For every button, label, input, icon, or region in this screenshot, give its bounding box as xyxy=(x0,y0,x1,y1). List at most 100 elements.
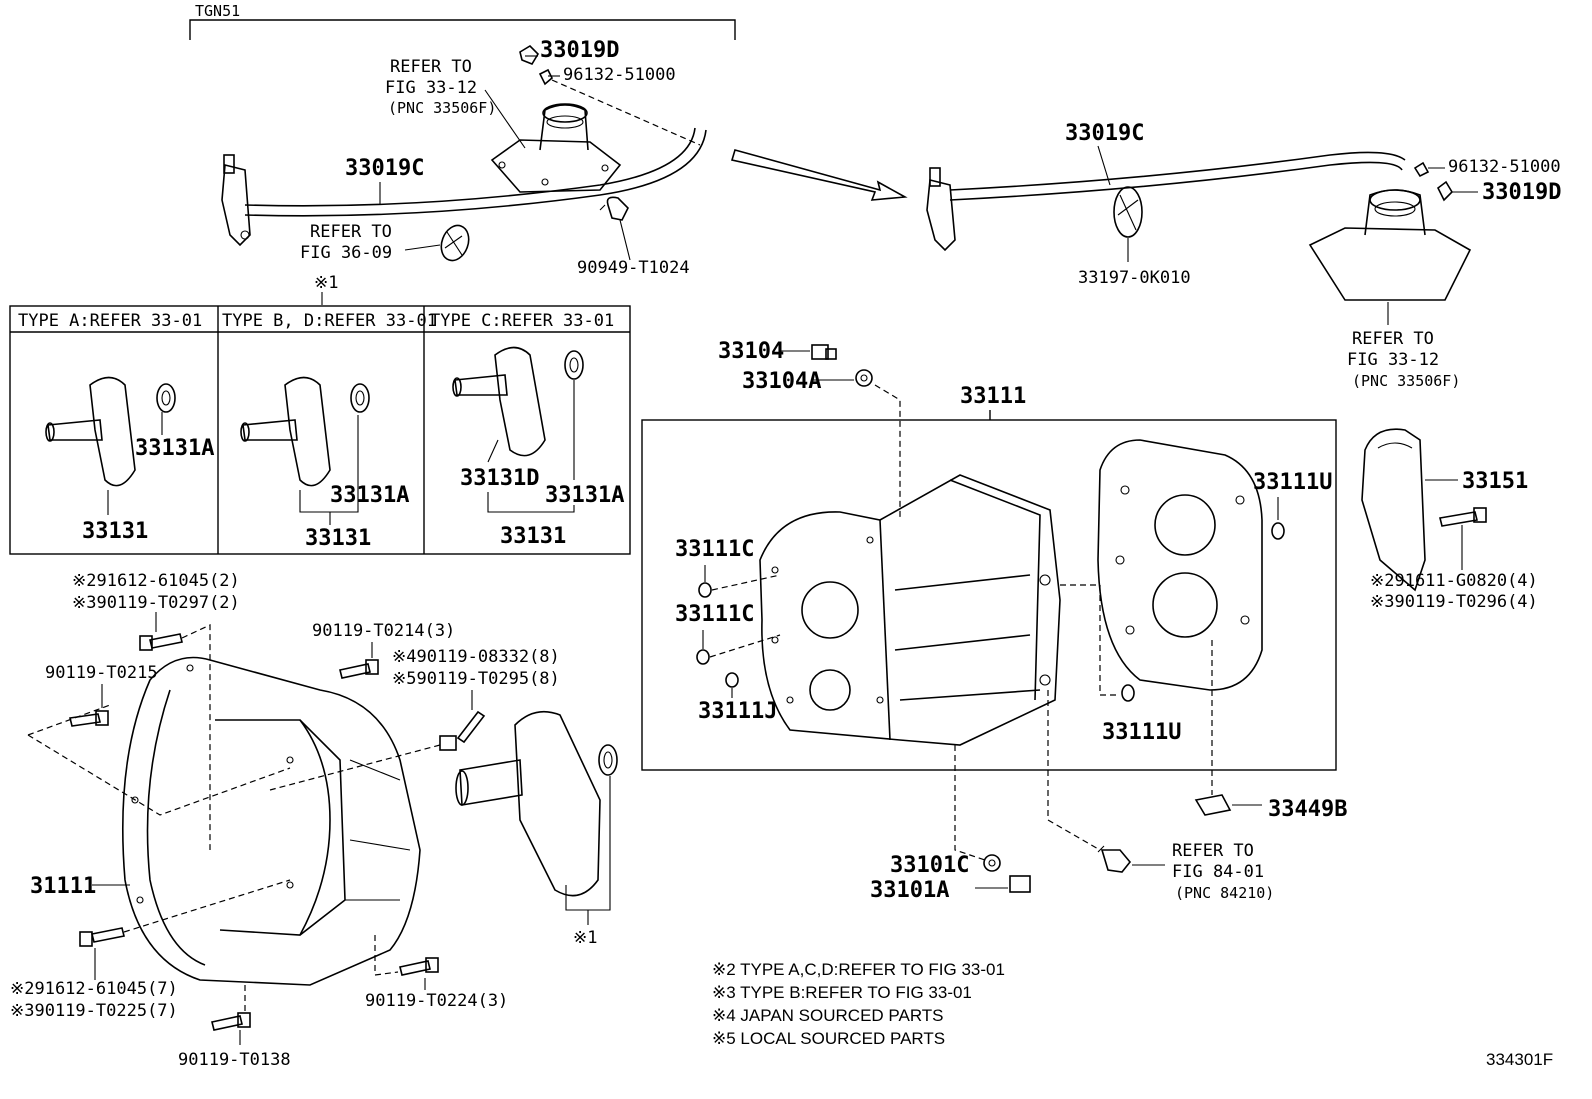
bolt-90119-08332 xyxy=(439,710,486,751)
part-96132-left: 96132-51000 xyxy=(563,65,676,85)
type-bd-header: TYPE B, D:REFER 33-01 xyxy=(222,311,437,331)
adapter-plate xyxy=(1097,439,1263,691)
part-33111u-a: 33111U xyxy=(1253,470,1332,495)
refer-36-09-line1: REFER TO xyxy=(310,222,392,242)
refer2-line2: FIG 33-12 xyxy=(1347,350,1439,370)
part-33131a-type-a: 33131A xyxy=(135,436,214,461)
pin-33111u-a xyxy=(1271,522,1285,540)
part-390119-t0296: ※390119-T0296(4) xyxy=(1370,592,1538,612)
mark1-bottom: ※1 xyxy=(573,928,597,948)
refer-33-12-line3: (PNC 33506F) xyxy=(388,99,496,117)
gasket-33101c xyxy=(983,854,1001,872)
pin-33111c-a xyxy=(698,582,712,598)
pin-33111j xyxy=(725,672,739,688)
control-shaft-left xyxy=(221,127,707,247)
boot-36-09 xyxy=(440,224,470,262)
retainer-right xyxy=(1308,189,1472,301)
refer2-line1: REFER TO xyxy=(1352,329,1434,349)
part-291612-top: ※291612-61045(2) xyxy=(72,571,240,591)
part-90119-t0138: 90119-T0138 xyxy=(178,1050,291,1070)
refer-33-12-line1: REFER TO xyxy=(390,57,472,77)
part-33449b: 33449B xyxy=(1268,797,1347,822)
figure-code: 334301F xyxy=(1486,1050,1553,1069)
part-33131a-type-c: 33131A xyxy=(545,483,624,508)
part-90119-08332: ※490119-08332(8) xyxy=(392,647,560,667)
refer-36-09-line2: FIG 36-09 xyxy=(300,243,392,263)
part-33151: 33151 xyxy=(1462,469,1528,494)
part-33111c-b: 33111C xyxy=(675,602,754,627)
pin-33111c-b xyxy=(696,649,710,665)
clip-33019d-left xyxy=(519,44,553,86)
part-33131d: 33131D xyxy=(460,466,539,491)
part-33019d-right: 33019D xyxy=(1482,180,1561,205)
part-33131a-type-bd: 33131A xyxy=(330,483,409,508)
bolt-90119-t0214 xyxy=(339,659,379,679)
part-96132-right: 96132-51000 xyxy=(1448,157,1561,177)
bearing-retainer-bottom xyxy=(455,710,618,897)
bolt-291611 xyxy=(1439,507,1487,527)
refer-33-12-line2: FIG 33-12 xyxy=(385,78,477,98)
bearing-retainer-type-bd xyxy=(240,376,370,487)
bolt-291612-top xyxy=(139,633,183,651)
sensor-84210 xyxy=(1097,845,1132,873)
part-33019c-right: 33019C xyxy=(1065,121,1144,146)
part-33111u-b: 33111U xyxy=(1102,720,1181,745)
part-33101c: 33101C xyxy=(890,853,969,878)
part-90119-t0224: 90119-T0224(3) xyxy=(365,991,508,1011)
refer84-line1: REFER TO xyxy=(1172,841,1254,861)
refer84-line3: (PNC 84210) xyxy=(1175,884,1274,902)
part-33111: 33111 xyxy=(960,384,1026,409)
bolt-90119-t0138 xyxy=(211,1012,251,1031)
bearing-retainer-type-c xyxy=(452,346,584,457)
type-table xyxy=(9,305,631,555)
part-33019d-left: 33019D xyxy=(540,38,619,63)
transmission-case-33111 xyxy=(759,474,1061,746)
note-3: ※3 TYPE B:REFER TO FIG 33-01 xyxy=(712,983,972,1002)
part-291612-bottom: ※291612-61045(7) xyxy=(10,979,178,999)
note-5: ※5 LOCAL SOURCED PARTS xyxy=(712,1029,945,1048)
part-90119-t0214: 90119-T0214(3) xyxy=(312,621,455,641)
mark1-top: ※1 xyxy=(314,273,338,293)
part-90119-t0295: ※590119-T0295(8) xyxy=(392,669,560,689)
clutch-housing-31111 xyxy=(122,656,421,986)
control-shaft-right xyxy=(926,151,1406,252)
part-33101a: 33101A xyxy=(870,878,949,903)
pin-33111u-b xyxy=(1121,684,1135,702)
part-90949: 90949-T1024 xyxy=(577,258,690,278)
type-a-header: TYPE A:REFER 33-01 xyxy=(18,311,202,331)
shift-lever-retainer-left xyxy=(490,103,622,193)
type-c-header: TYPE C:REFER 33-01 xyxy=(430,311,614,331)
tgn51-label: TGN51 xyxy=(195,2,240,20)
part-33131-type-a: 33131 xyxy=(82,519,148,544)
bolt-33104 xyxy=(811,344,837,360)
bolt-90119-t0215 xyxy=(69,710,109,727)
part-33104a: 33104A xyxy=(742,369,821,394)
plug-33101a xyxy=(1009,875,1031,893)
gasket-33104a xyxy=(855,369,873,387)
part-33019c-left: 33019C xyxy=(345,156,424,181)
part-33111c-a: 33111C xyxy=(675,537,754,562)
bolt-291612-bottom xyxy=(79,927,125,947)
cover-33151 xyxy=(1361,428,1426,592)
part-390119-t0225: ※390119-T0225(7) xyxy=(10,1001,178,1021)
part-33131-type-c: 33131 xyxy=(500,524,566,549)
clamp-90949 xyxy=(599,196,629,221)
housing-group-box xyxy=(641,419,1337,771)
part-33197: 33197-0K010 xyxy=(1078,268,1191,288)
refer84-line2: FIG 84-01 xyxy=(1172,862,1264,882)
part-33111j: 33111J xyxy=(698,699,777,724)
tgn51-bracket xyxy=(189,19,736,40)
refer2-line3: (PNC 33506F) xyxy=(1352,372,1460,390)
note-2: ※2 TYPE A,C,D:REFER TO FIG 33-01 xyxy=(712,960,1005,979)
boot-33197 xyxy=(1113,186,1143,238)
bolt-90119-t0224 xyxy=(399,957,439,976)
part-31111: 31111 xyxy=(30,874,96,899)
part-33131-type-bd: 33131 xyxy=(305,526,371,551)
part-291611: ※291611-G0820(4) xyxy=(1370,571,1538,591)
note-4: ※4 JAPAN SOURCED PARTS xyxy=(712,1006,944,1025)
part-90119-t0215: 90119-T0215 xyxy=(45,663,158,683)
part-33449b-shape xyxy=(1194,794,1232,816)
part-390119-t0297: ※390119-T0297(2) xyxy=(72,593,240,613)
transition-arrow xyxy=(730,149,908,201)
